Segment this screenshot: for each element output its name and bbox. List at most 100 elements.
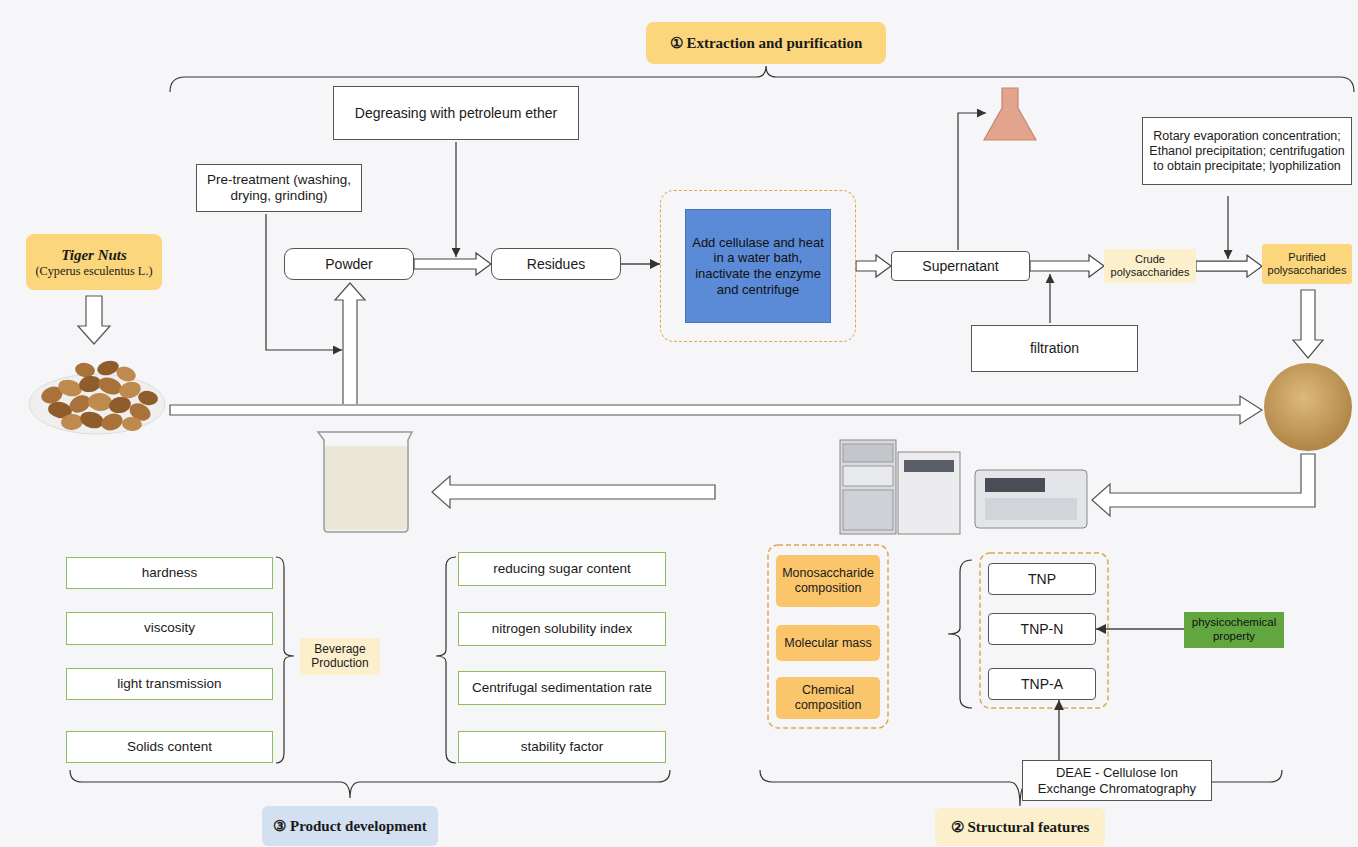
node-text: nitrogen solubility index <box>492 621 632 637</box>
property-box: light transmission <box>66 668 273 700</box>
node-text: ③ Product development <box>273 817 427 835</box>
annotation-arrow <box>455 142 456 257</box>
hub-box: Beverage Production <box>300 638 380 675</box>
node-text: reducing sugar content <box>493 561 630 577</box>
hollow-flow-arrow <box>1196 255 1262 277</box>
nut <box>99 411 125 434</box>
node-text: viscosity <box>144 620 195 636</box>
hollow-arrow <box>432 476 715 508</box>
group-outline <box>768 545 888 728</box>
nut <box>87 392 112 412</box>
node-text: Purified polysaccharides <box>1266 251 1348 277</box>
instrument-module <box>843 490 893 530</box>
product-box: Crude polysaccharides <box>1104 249 1196 283</box>
node-text: stability factor <box>521 739 604 755</box>
hollow-flow-arrow <box>1030 255 1104 277</box>
hollow-arrow <box>1293 290 1323 358</box>
instrument-tower <box>898 452 960 534</box>
fraction-box: TNP-A <box>988 668 1096 700</box>
node-text: Pre-treatment (washing, drying, grinding… <box>203 172 355 204</box>
hollow-arrow <box>78 296 110 344</box>
node-text: ② Structural features <box>951 818 1090 836</box>
beaker-picture <box>318 432 412 532</box>
hollow-arrow <box>1092 454 1315 516</box>
section-heading: ① Extraction and purification <box>646 22 886 64</box>
section-heading: ③ Product development <box>262 806 438 846</box>
property-box: stability factor <box>458 731 666 763</box>
flask-icon <box>984 88 1036 140</box>
source-box: Tiger Nuts(Cyperus esculentus L.) <box>26 234 162 290</box>
step-note: Degreasing with petroleum ether <box>333 86 579 140</box>
analysis-box: Monosaccharide composition <box>776 555 880 607</box>
fraction-box: TNP <box>988 563 1096 595</box>
node-text: Residues <box>527 256 585 273</box>
property-box: nitrogen solubility index <box>458 612 666 646</box>
node-text: Add cellulase and heat in a water bath, … <box>685 209 831 323</box>
flow-arrow <box>1058 700 1059 760</box>
instrument-panel <box>904 460 954 472</box>
node-text: Tiger Nuts <box>61 246 127 264</box>
node-text: Beverage Production <box>304 642 376 671</box>
section-heading: ② Structural features <box>935 808 1105 846</box>
process-box: Supernatant <box>891 251 1030 281</box>
node-text: Chemical composition <box>780 683 876 713</box>
nut <box>121 416 142 432</box>
plate <box>29 374 165 434</box>
node-text: Monosaccharide composition <box>780 566 876 596</box>
node-text: (Cyperus esculentus L.) <box>35 264 152 279</box>
analysis-box: Molecular mass <box>776 625 880 661</box>
method-box: DEAE - Cellulose Ion Exchange Chromatogr… <box>1022 760 1212 801</box>
nut <box>96 358 121 377</box>
product-box: Purified polysaccharides <box>1262 244 1352 284</box>
instrument-module <box>843 466 893 486</box>
node-text: DEAE - Cellulose Ion Exchange Chromatogr… <box>1029 765 1205 796</box>
fraction-box: TNP-N <box>988 613 1096 645</box>
annotation-arrow <box>266 214 342 350</box>
node-text: TNP <box>1028 571 1056 588</box>
node-text: TNP-A <box>1021 676 1063 693</box>
nut <box>78 409 105 431</box>
instrument-module <box>843 444 893 462</box>
analysis-box: Chemical composition <box>776 677 880 719</box>
node-text: hardness <box>142 565 198 581</box>
annotation-arrow <box>1049 274 1050 323</box>
step-note: Pre-treatment (washing, drying, grinding… <box>196 164 362 212</box>
property-box: reducing sugar content <box>458 552 666 586</box>
flow-arrow <box>621 263 660 264</box>
brace <box>948 560 972 708</box>
hollow-arrow <box>335 283 365 404</box>
nut <box>114 364 138 384</box>
tiger-nut-picture <box>29 358 165 434</box>
annotation-arrow <box>958 113 986 250</box>
hollow-flow-arrow <box>414 253 491 275</box>
nut <box>108 395 132 415</box>
process-box: Powder <box>284 248 414 280</box>
node-text: Degreasing with petroleum ether <box>355 105 557 122</box>
node-text: Centrifugal sedimentation rate <box>472 680 652 696</box>
hollow-flow-arrow <box>856 255 891 277</box>
instrument-tower <box>840 440 896 534</box>
property-box: hardness <box>66 557 273 589</box>
node-text: physicochemical property <box>1190 616 1278 644</box>
node-text: TNP-N <box>1021 621 1064 638</box>
beaker-outline <box>318 432 412 532</box>
instrument-panel <box>985 478 1045 492</box>
nut <box>60 413 83 431</box>
brace <box>436 557 456 763</box>
annotation-arrow <box>1227 196 1228 259</box>
step-note: filtration <box>971 325 1138 372</box>
enzyme-step-box: Add cellulase and heat in a water bath, … <box>660 190 856 342</box>
node-text: Powder <box>325 256 372 273</box>
node-text: Supernatant <box>922 258 998 275</box>
node-text: Crude polysaccharides <box>1108 253 1192 279</box>
node-text: light transmission <box>117 676 221 692</box>
instrument-pictures <box>840 440 1087 534</box>
property-box: Solids content <box>66 731 273 763</box>
hollow-arrow <box>170 396 1262 424</box>
flow-arrow <box>1096 628 1184 629</box>
brace <box>276 557 294 763</box>
process-box: Residues <box>491 248 621 280</box>
node-text: filtration <box>1030 340 1079 357</box>
